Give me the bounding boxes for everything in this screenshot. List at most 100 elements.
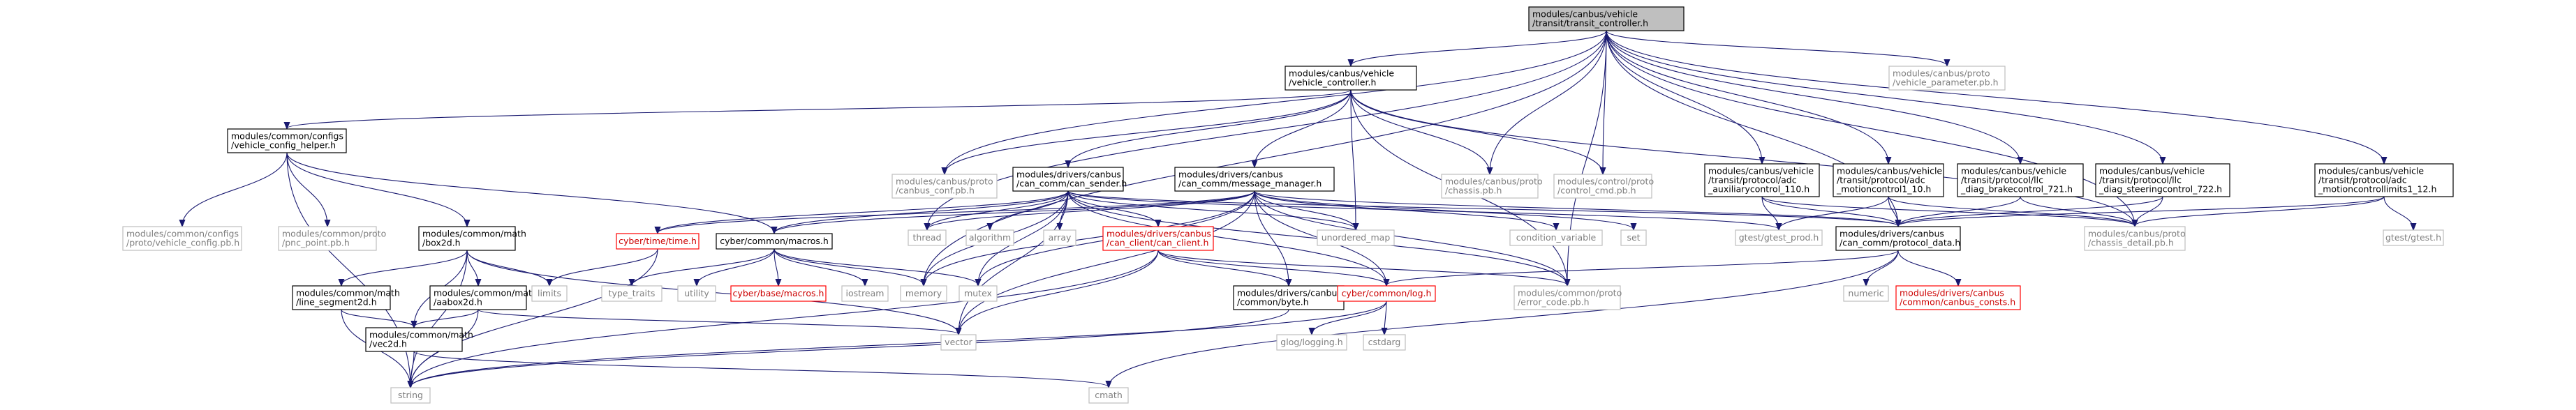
node-label-line: /transit/protocol/llc bbox=[1961, 175, 2043, 185]
graph-node-memory[interactable]: memory bbox=[900, 285, 947, 302]
graph-node-byte[interactable]: modules/drivers/canbus/common/byte.h bbox=[1233, 285, 1345, 310]
graph-node-utility[interactable]: utility bbox=[677, 285, 716, 302]
graph-node-auxiliarycontrol[interactable]: modules/canbus/vehicle/transit/protocol/… bbox=[1704, 163, 1820, 197]
graph-node-box2d[interactable]: modules/common/math/box2d.h bbox=[418, 226, 526, 251]
node-box bbox=[1528, 6, 1685, 31]
node-label-line: /common/byte.h bbox=[1237, 297, 1309, 308]
graph-node-pnc-point-pb[interactable]: modules/common/proto/pnc_point.pb.h bbox=[278, 226, 386, 251]
graph-node-unordered-map[interactable]: unordered_map bbox=[1317, 229, 1395, 246]
node-label-line: /vehicle_parameter.pb.h bbox=[1893, 77, 1999, 88]
graph-node-chassis-pb[interactable]: modules/canbus/proto/chassis.pb.h bbox=[1441, 174, 1543, 199]
graph-node-vehicle-parameter-pb[interactable]: modules/canbus/proto/vehicle_parameter.p… bbox=[1888, 66, 2006, 91]
graph-node-type-traits[interactable]: type_traits bbox=[601, 285, 662, 302]
graph-node-control-cmd-pb[interactable]: modules/control/proto/control_cmd.pb.h bbox=[1553, 174, 1654, 199]
graph-node-line-segment2d[interactable]: modules/common/math/line_segment2d.h bbox=[292, 285, 400, 310]
dependency-edge-root-to-vehicle_parameter_pb bbox=[1606, 30, 1947, 66]
graph-node-vehicle-controller[interactable]: modules/canbus/vehicle/vehicle_controlle… bbox=[1285, 66, 1417, 91]
graph-node-log-h[interactable]: cyber/common/log.h bbox=[1337, 285, 1436, 302]
graph-node-thread[interactable]: thread bbox=[908, 229, 947, 246]
node-label-line: modules/canbus/vehicle bbox=[2099, 166, 2205, 176]
node-label-line: /chassis.pb.h bbox=[1445, 185, 1502, 196]
dependency-edge-root-to-motioncontrollimits bbox=[1606, 30, 2384, 163]
node-label-line: modules/canbus/vehicle bbox=[1289, 68, 1394, 79]
graph-node-can-client[interactable]: modules/drivers/canbus/can_client/can_cl… bbox=[1102, 226, 1214, 251]
graph-node-gtest-prod[interactable]: gtest/gtest_prod.h bbox=[1735, 229, 1823, 246]
dependency-edge-time_h-to-limits bbox=[549, 248, 658, 285]
graph-node-algorithm[interactable]: algorithm bbox=[965, 229, 1014, 246]
node-box bbox=[278, 226, 377, 251]
graph-node-canbus-consts[interactable]: modules/drivers/canbus/common/canbus_con… bbox=[1895, 285, 2021, 310]
graph-node-condition-variable[interactable]: condition_variable bbox=[1509, 229, 1603, 246]
node-label-line: vector bbox=[945, 337, 973, 347]
dependency-edge-can_sender-to-can_client bbox=[1067, 190, 1158, 226]
graph-node-vehicle-config-helper[interactable]: modules/common/configs/vehicle_config_he… bbox=[227, 128, 347, 153]
dependency-edge-can_sender-to-algorithm bbox=[990, 190, 1069, 229]
dependency-edge-vehicle_controller-to-vehicle_config_helper bbox=[287, 89, 1352, 128]
node-box bbox=[891, 174, 998, 199]
node-label-line: _motioncontrol1_10.h bbox=[1836, 184, 1931, 195]
node-box bbox=[730, 285, 827, 302]
nodes-layer: modules/canbus/vehicle/transit/transit_c… bbox=[122, 6, 2454, 404]
graph-node-steeringcontrol[interactable]: modules/canbus/vehicle/transit/protocol/… bbox=[2095, 163, 2230, 197]
graph-node-cyber-base-macros[interactable]: cyber/base/macros.h bbox=[730, 285, 827, 302]
graph-node-message-manager[interactable]: modules/drivers/canbus/can_comm/message_… bbox=[1174, 167, 1335, 192]
node-label-line: modules/control/proto bbox=[1557, 176, 1654, 187]
graph-node-macros[interactable]: cyber/common/macros.h bbox=[716, 233, 833, 250]
graph-node-cmath[interactable]: cmath bbox=[1088, 387, 1129, 404]
dependency-edge-can_sender-to-macros bbox=[774, 190, 1069, 233]
dependency-edge-root-to-vehicle_controller bbox=[1351, 30, 1607, 66]
dependency-edge-box2d-to-aabox2d bbox=[466, 250, 478, 285]
dependency-edge-can_sender-to-unordered_map bbox=[1067, 190, 1356, 229]
node-label-line: /pnc_point.pb.h bbox=[282, 238, 350, 248]
node-label-line: modules/common/math bbox=[296, 288, 400, 298]
dependency-edge-message_manager-to-unordered_map bbox=[1254, 190, 1356, 229]
graph-node-motioncontrollimits[interactable]: modules/canbus/vehicle/transit/protocol/… bbox=[2314, 163, 2454, 197]
graph-node-array[interactable]: array bbox=[1043, 229, 1076, 246]
graph-node-aabox2d[interactable]: modules/common/math/aabox2d.h bbox=[429, 285, 538, 310]
node-label-line: mutex bbox=[964, 288, 992, 298]
dependency-edge-root-to-auxiliarycontrol bbox=[1606, 30, 1762, 163]
graph-node-chassis-detail-pb[interactable]: modules/canbus/proto/chassis_detail.pb.h bbox=[2084, 226, 2186, 251]
node-label-line: gtest/gtest_prod.h bbox=[1739, 232, 1819, 243]
dependency-edge-can_client-to-error_code_pb bbox=[1157, 250, 1567, 285]
graph-node-cstdarg[interactable]: cstdarg bbox=[1363, 334, 1406, 351]
graph-node-mutex[interactable]: mutex bbox=[958, 285, 998, 302]
graph-node-numeric[interactable]: numeric bbox=[1843, 285, 1889, 302]
node-box bbox=[1509, 229, 1603, 246]
graph-node-set[interactable]: set bbox=[1620, 229, 1647, 246]
dependency-edge-can_client-to-string bbox=[410, 250, 1159, 387]
graph-node-error-code-pb[interactable]: modules/common/proto/error_code.pb.h bbox=[1513, 285, 1622, 310]
node-label-line: utility bbox=[684, 288, 709, 298]
graph-node-iostream[interactable]: iostream bbox=[841, 285, 889, 302]
dependency-edge-motioncontrollimits-to-chassis_detail_pb bbox=[2135, 196, 2385, 226]
dependency-edge-vehicle_controller-to-control_cmd_pb bbox=[1350, 89, 1603, 174]
dependency-edge-macros-to-type_traits bbox=[632, 248, 775, 285]
graph-node-time-h[interactable]: cyber/time/time.h bbox=[616, 233, 699, 250]
graph-node-gtest[interactable]: gtest/gtest.h bbox=[2383, 229, 2444, 246]
graph-node-brakecontrol[interactable]: modules/canbus/vehicle/transit/protocol/… bbox=[1957, 163, 2084, 197]
node-box bbox=[1012, 167, 1124, 192]
graph-node-vector[interactable]: vector bbox=[940, 334, 977, 351]
node-box bbox=[841, 285, 889, 302]
dependency-edge-message_manager-to-byte bbox=[1254, 190, 1289, 285]
graph-node-string[interactable]: string bbox=[390, 387, 431, 404]
graph-node-canbus-conf-pb[interactable]: modules/canbus/proto/canbus_conf.pb.h bbox=[891, 174, 998, 199]
dependency-edge-macros-to-cyber_base_macros bbox=[773, 248, 778, 285]
graph-node-motioncontrol1[interactable]: modules/canbus/vehicle/transit/protocol/… bbox=[1833, 163, 1944, 197]
graph-node-protocol-data[interactable]: modules/drivers/canbus/can_comm/protocol… bbox=[1835, 226, 1961, 251]
graph-node-vec2d[interactable]: modules/common/math/vec2d.h bbox=[365, 327, 473, 352]
graph-node-glog[interactable]: glog/logging.h bbox=[1276, 334, 1347, 351]
node-label-line: cyber/common/log.h bbox=[1342, 288, 1432, 298]
dependency-edge-message_manager-to-thread bbox=[927, 190, 1255, 229]
node-box bbox=[365, 327, 463, 352]
node-label-line: /line_segment2d.h bbox=[296, 297, 377, 308]
node-label-line: /vehicle_controller.h bbox=[1289, 77, 1376, 88]
graph-node-vehicle-config-pb[interactable]: modules/common/configs/proto/vehicle_con… bbox=[122, 226, 242, 251]
graph-node-can-sender[interactable]: modules/drivers/canbus/can_comm/can_send… bbox=[1012, 167, 1127, 192]
node-box bbox=[1888, 66, 2006, 91]
dependency-edge-auxiliarycontrol-to-protocol_data bbox=[1761, 196, 1898, 226]
dependency-edge-macros-to-mutex bbox=[773, 248, 978, 285]
node-box bbox=[292, 285, 391, 310]
graph-node-limits[interactable]: limits bbox=[531, 285, 568, 302]
